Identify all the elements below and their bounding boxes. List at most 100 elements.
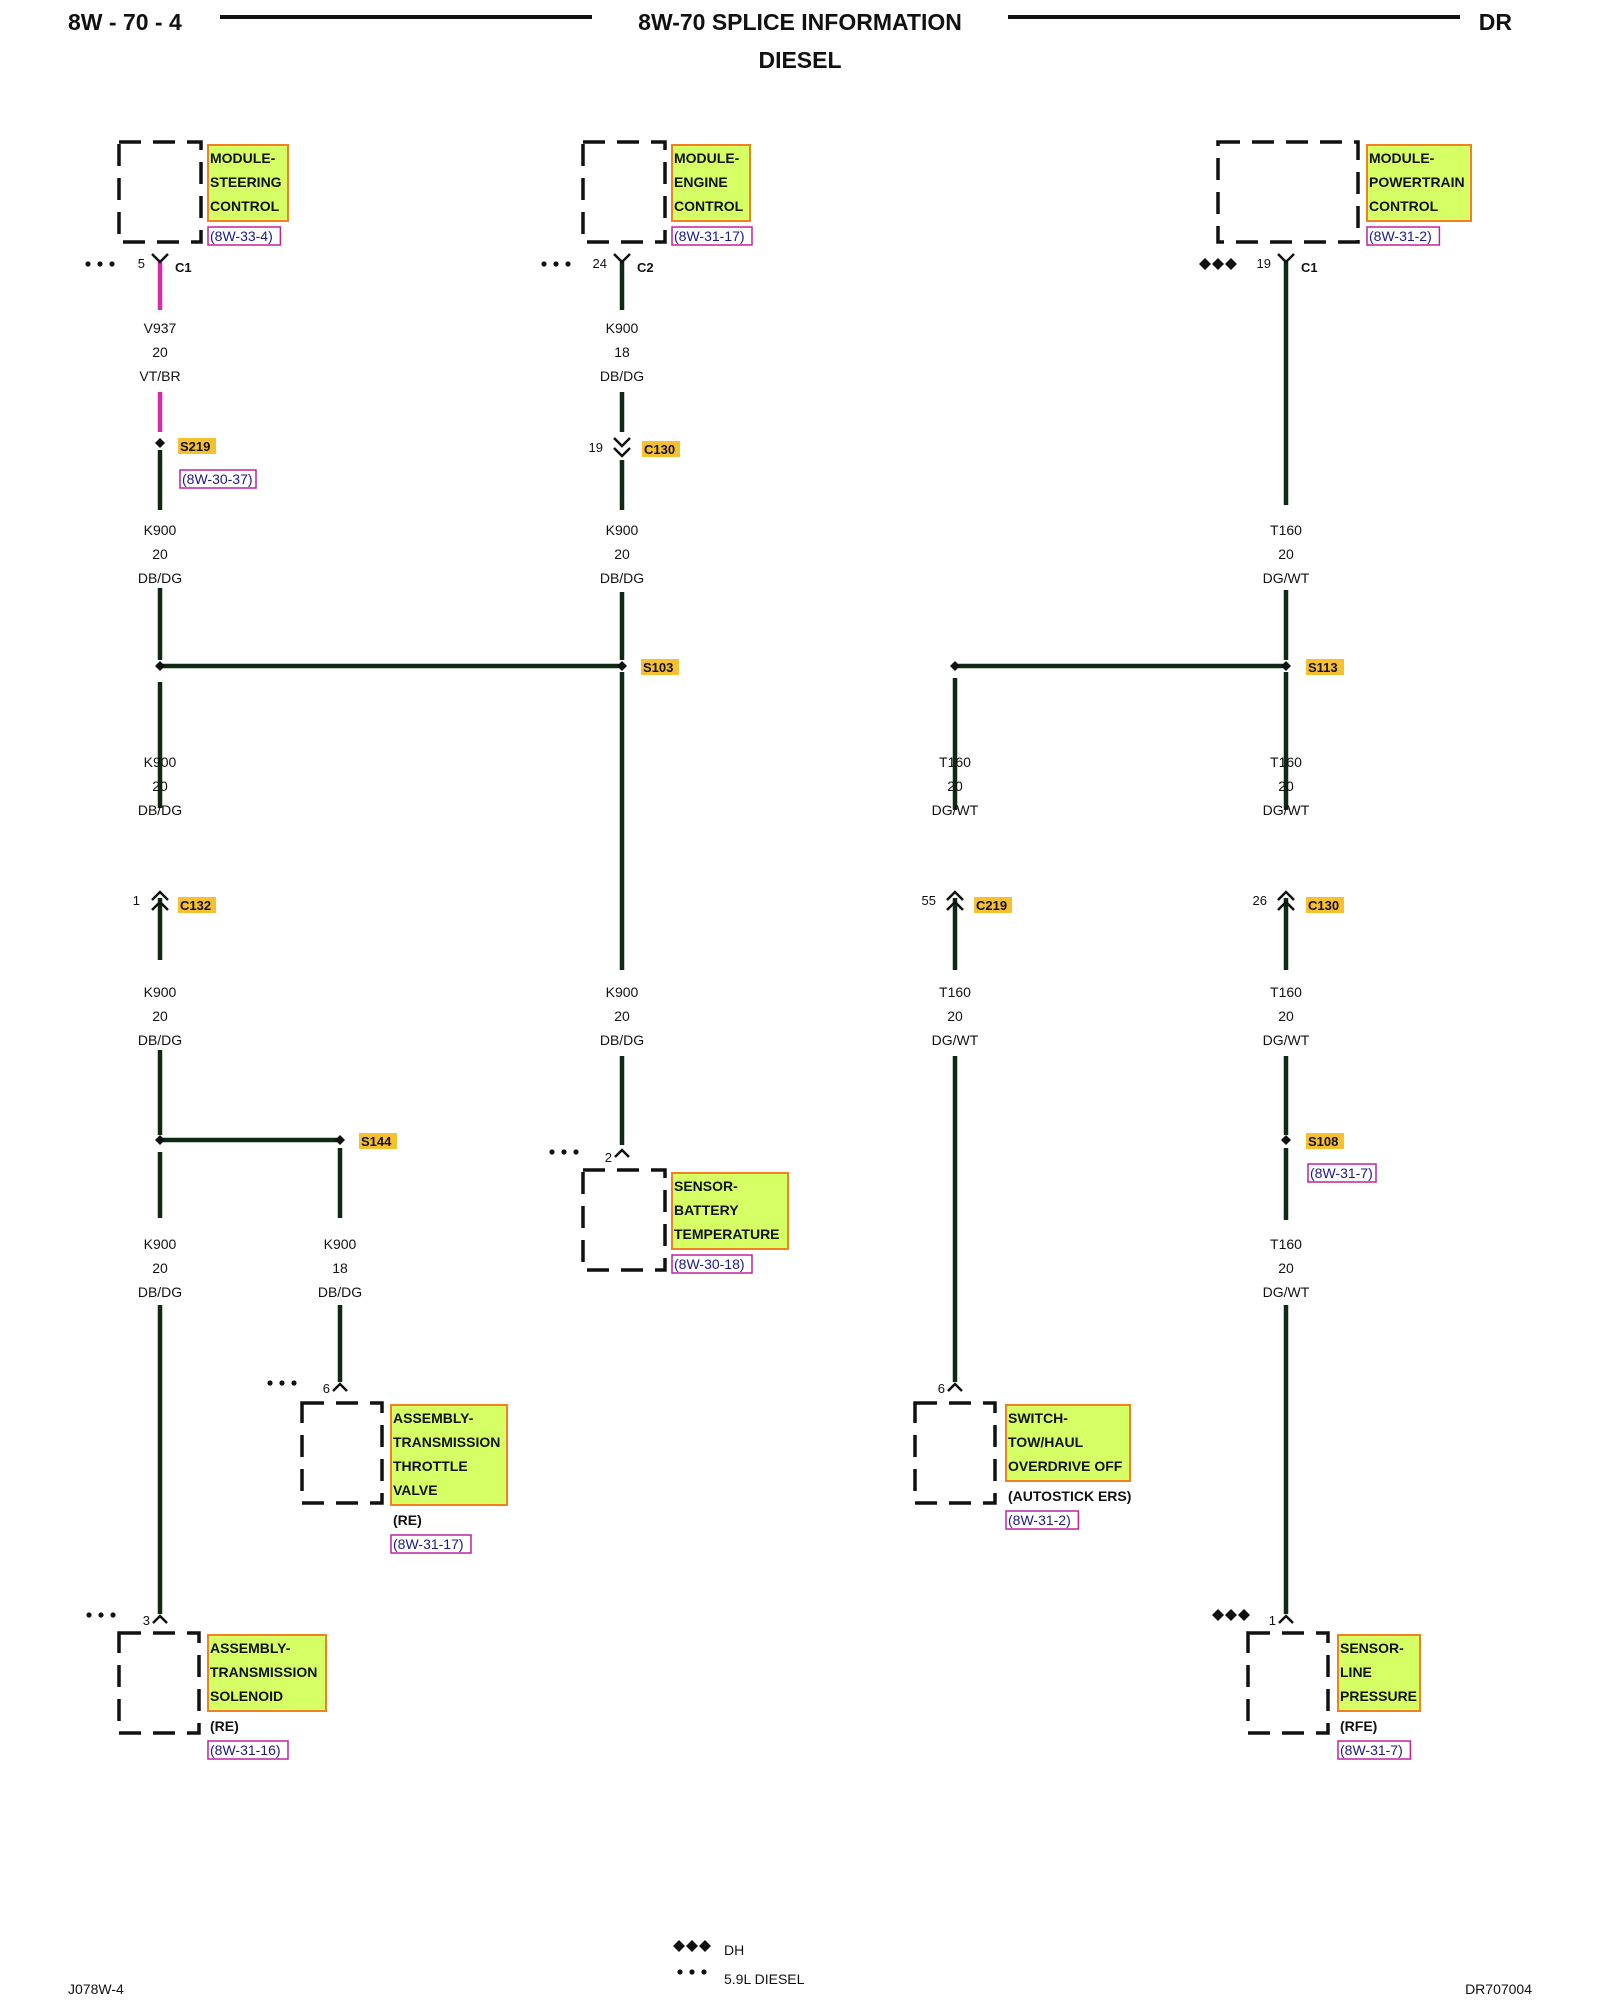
steering-component-box[interactable] [117, 140, 203, 244]
page-header: 8W - 70 - 4 8W-70 SPLICE INFORMATION DR … [68, 9, 1512, 73]
diesel-dots-icon [267, 1380, 273, 1386]
dh-diamond-icon [1225, 1609, 1237, 1621]
solenoid-pin: 3 [143, 1613, 150, 1628]
wire-label: T160 [1270, 1236, 1302, 1252]
splice-s219-ref-box[interactable] [179, 469, 257, 489]
connector-c1-pcm-name: C1 [1301, 260, 1318, 275]
inline-connector-icon [151, 890, 169, 911]
splice-s113-tag [1306, 659, 1344, 675]
line-pressure-sensor-pin: 1 [1269, 1613, 1276, 1628]
solenoid-label-line: ASSEMBLY- [210, 1640, 291, 1656]
tow-haul-switch-pin: 6 [938, 1381, 945, 1396]
wire-label: 20 [947, 1008, 963, 1024]
towhaul-ref-box[interactable] [1005, 1510, 1080, 1530]
connector-c1-pcm-pin: 19 [1257, 256, 1271, 271]
diesel-dots-icon [541, 261, 547, 267]
linepressure-ref-box[interactable] [1337, 1740, 1412, 1760]
wire-label: DG/WT [1263, 570, 1310, 586]
pin-terminal-icon [614, 1148, 630, 1158]
wire-label: K900 [606, 320, 639, 336]
splice-s219-dot [155, 438, 165, 448]
powertrain-component-box[interactable] [1216, 140, 1360, 244]
engine-ref-box[interactable] [671, 226, 753, 246]
splices: S219 (8W-30-37) S103 S113 S144 S108 (8W-… [178, 438, 1377, 1183]
engine-ref-link[interactable]: (8W-31-17) [674, 228, 745, 244]
receptacle-pin-icon [613, 253, 631, 264]
wire-label: T160 [1270, 754, 1302, 770]
powertrain-ref-box[interactable] [1366, 226, 1441, 246]
engine-component-box[interactable] [581, 140, 667, 244]
battery-component-box[interactable] [581, 1168, 667, 1272]
connector-c219-pin: 55 [922, 893, 936, 908]
battery-label-line: BATTERY [674, 1202, 739, 1218]
engine-label-box [671, 144, 751, 222]
solenoid-ref-box[interactable] [207, 1740, 289, 1760]
connector-c130-right-name: C130 [1308, 898, 1339, 913]
splice-s219-ref[interactable]: (8W-30-37) [182, 471, 253, 487]
model-code: DR [1479, 9, 1513, 35]
towhaul-label-box [1005, 1404, 1131, 1482]
wire-label: K900 [144, 1236, 177, 1252]
linepressure-component-box[interactable] [1246, 1631, 1330, 1735]
steering-ref-link[interactable]: (8W-33-4) [210, 228, 273, 244]
dh-diamond-icon [1212, 258, 1224, 270]
towhaul-component-box[interactable] [913, 1401, 997, 1505]
connector-c2-engine-name: C2 [637, 260, 654, 275]
dh-diamond-icon [673, 1940, 711, 1952]
steering-ref-box[interactable] [207, 226, 282, 246]
diesel-dots-icon [97, 261, 103, 267]
dh-diamond-icon [1199, 258, 1211, 270]
solenoid-label-line: SOLENOID [210, 1688, 283, 1704]
wire-label: K900 [144, 522, 177, 538]
battery-ref-link[interactable]: (8W-30-18) [674, 1256, 745, 1272]
splice-s103-tag [641, 659, 679, 675]
diesel-dots-icon [98, 1612, 104, 1618]
splice-s108-ref[interactable]: (8W-31-7) [1310, 1165, 1373, 1181]
wire-label: DG/WT [932, 1032, 979, 1048]
linepressure-ref-link[interactable]: (8W-31-7) [1340, 1742, 1403, 1758]
inline-connector-icon [613, 437, 631, 458]
throttle-component-box[interactable] [300, 1401, 384, 1505]
throttle-valve-pin: 6 [323, 1381, 330, 1396]
engine-label-line: MODULE- [674, 150, 740, 166]
diesel-dots-icon [85, 261, 91, 267]
dh-diamond-icon [1212, 1609, 1224, 1621]
splice-s108-ref-box[interactable] [1307, 1163, 1377, 1183]
footer-left-code: J078W-4 [68, 1981, 124, 1997]
footer-right-code: DR707004 [1465, 1981, 1532, 1997]
solenoid-label-box [207, 1634, 327, 1712]
splice-s219-label: S219 [180, 439, 210, 454]
connector-c132-name: C132 [180, 898, 211, 913]
wire-label: DB/DG [600, 1032, 644, 1048]
wires [155, 262, 1291, 1614]
steering-label-box [207, 144, 289, 222]
diesel-dots-icon [109, 261, 115, 267]
battery-sensor-pin: 2 [605, 1150, 612, 1165]
throttle-label-line: ASSEMBLY- [393, 1410, 474, 1426]
powertrain-ref-link[interactable]: (8W-31-2) [1369, 228, 1432, 244]
battery-ref-box[interactable] [671, 1254, 753, 1274]
wire-label: 20 [614, 546, 630, 562]
wire-label: 20 [1278, 546, 1294, 562]
solenoid-ref-link[interactable]: (8W-31-16) [210, 1742, 281, 1758]
connector-c1-steer-pin: 5 [138, 256, 145, 271]
wire-label: DB/DG [600, 368, 644, 384]
engine-label-line: ENGINE [674, 174, 728, 190]
splice-s144-label: S144 [361, 1134, 392, 1149]
splice-s144-dot [335, 1135, 345, 1145]
towhaul-label-line: SWITCH- [1008, 1410, 1068, 1426]
throttle-ref-link[interactable]: (8W-31-17) [393, 1536, 464, 1552]
connector-c2-engine-pin: 24 [593, 256, 607, 271]
throttle-ref-box[interactable] [390, 1534, 472, 1554]
wire-label: T160 [1270, 522, 1302, 538]
linepressure-option-note: (RFE) [1340, 1718, 1377, 1734]
solenoid-component-box[interactable] [117, 1631, 201, 1735]
wire-label: 20 [152, 344, 168, 360]
connector-c130-top-name: C130 [644, 442, 675, 457]
wire-label: DG/WT [932, 802, 979, 818]
wire-label: K900 [606, 522, 639, 538]
throttle-label-line: THROTTLE [393, 1458, 468, 1474]
linepressure-label-line: LINE [1340, 1664, 1372, 1680]
towhaul-label-line: OVERDRIVE OFF [1008, 1458, 1123, 1474]
towhaul-ref-link[interactable]: (8W-31-2) [1008, 1512, 1071, 1528]
